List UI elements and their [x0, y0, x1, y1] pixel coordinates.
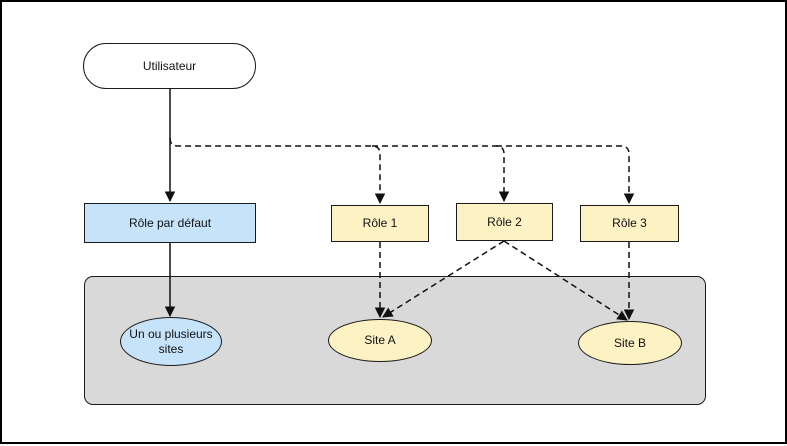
node-role-1: Rôle 1	[331, 205, 429, 242]
edge-role2-to-site-b	[503, 240, 628, 321]
node-user-label: Utilisateur	[142, 58, 197, 73]
node-default-role: Rôle par défaut	[84, 203, 256, 243]
node-role-3: Rôle 3	[580, 205, 679, 242]
edge-user-to-role1	[169, 137, 386, 205]
node-role-2-label: Rôle 2	[487, 214, 522, 229]
node-role-2: Rôle 2	[456, 203, 553, 241]
node-site-b-label: Site B	[613, 335, 646, 350]
edge-user-to-role3	[496, 145, 635, 205]
node-sites-multi: Un ou plusieurs sites	[120, 317, 222, 366]
edge-role2-to-site-a	[382, 240, 505, 318]
node-site-a: Site A	[328, 319, 432, 362]
node-sites-multi-label: Un ou plusieurs sites	[129, 326, 213, 356]
node-site-a-label: Site A	[364, 333, 396, 347]
node-user: Utilisateur	[83, 43, 256, 89]
node-site-b: Site B	[578, 321, 682, 365]
edge-user-to-role2	[372, 145, 510, 203]
node-role-1-label: Rôle 1	[362, 216, 398, 230]
node-default-role-label: Rôle par défaut	[128, 215, 212, 230]
node-role-3-label: Rôle 3	[612, 216, 647, 230]
